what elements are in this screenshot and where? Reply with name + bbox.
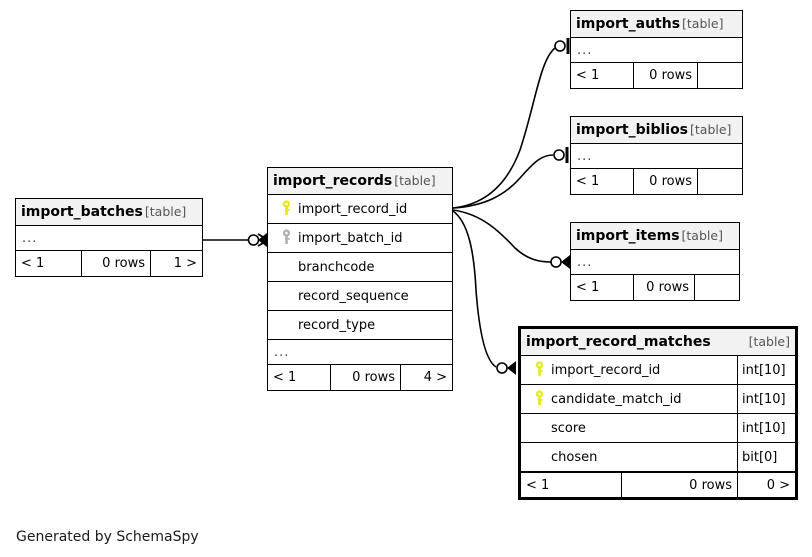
- table-type-tag: [table]: [690, 121, 732, 137]
- table-name: import_items: [576, 228, 680, 244]
- table-name: import_records: [273, 173, 393, 189]
- footer-prev-count[interactable]: < 1: [576, 280, 600, 295]
- edge-import-records-to-import-record-matches: [452, 210, 516, 375]
- table-row[interactable]: candidate_match_id int[10]: [521, 385, 795, 414]
- column-type: bit[0]: [737, 443, 795, 471]
- table-import-items[interactable]: import_items [table] ... < 1 0 rows: [570, 222, 740, 301]
- edge-import-records-to-import-auths: [452, 38, 570, 209]
- table-footer: < 1 0 rows: [571, 169, 742, 194]
- column-cell: import_record_id: [521, 361, 737, 379]
- table-type-tag: [table]: [681, 227, 723, 243]
- column-cell: record_sequence: [268, 290, 452, 303]
- footer-row-count: 0 rows: [330, 365, 400, 390]
- foreign-key-icon: [276, 229, 296, 247]
- footer-next-count[interactable]: [694, 275, 739, 300]
- table-name: import_auths: [576, 16, 681, 32]
- table-row[interactable]: import_record_id: [268, 195, 452, 224]
- column-name: branchcode: [298, 260, 375, 274]
- table-name: import_batches: [21, 204, 143, 220]
- column-name: record_type: [298, 318, 376, 332]
- table-type-tag: [table]: [748, 333, 790, 349]
- footer-prev-count[interactable]: < 1: [576, 174, 600, 189]
- footer-next-count[interactable]: [697, 169, 742, 194]
- table-row[interactable]: chosen bit[0]: [521, 443, 795, 472]
- table-import-batches[interactable]: import_batches [table] ... < 1 0 rows 1 …: [15, 198, 203, 277]
- column-cell: chosen: [521, 451, 737, 464]
- column-name: chosen: [551, 450, 598, 464]
- table-header: import_auths [table]: [571, 11, 742, 38]
- generated-by-credit: Generated by SchemaSpy: [16, 529, 199, 545]
- column-cell: import_batch_id: [268, 229, 452, 247]
- more-columns-ellipsis: ...: [571, 144, 742, 169]
- footer-row-count: 0 rows: [81, 251, 150, 276]
- table-footer: < 1 0 rows: [571, 63, 742, 88]
- column-name: import_record_id: [298, 201, 408, 217]
- footer-next-count[interactable]: 0 >: [737, 473, 795, 497]
- table-type-tag: [table]: [682, 15, 724, 31]
- table-footer: < 1 0 rows: [571, 275, 739, 300]
- edge-import-records-to-import-items: [452, 209, 570, 269]
- primary-key-icon: [529, 361, 549, 379]
- more-columns-ellipsis: ...: [268, 340, 452, 365]
- footer-row-count: 0 rows: [633, 169, 697, 194]
- footer-prev-count[interactable]: < 1: [576, 68, 600, 83]
- column-cell: score: [521, 422, 737, 435]
- column-type: int[10]: [737, 385, 795, 413]
- table-name: import_biblios: [576, 122, 689, 138]
- column-type: int[10]: [737, 414, 795, 442]
- table-header: import_biblios [table]: [571, 117, 742, 144]
- footer-row-count: 0 rows: [621, 473, 737, 497]
- footer-prev-count[interactable]: < 1: [526, 477, 550, 493]
- column-cell: branchcode: [268, 261, 452, 274]
- table-row[interactable]: record_sequence: [268, 282, 452, 311]
- primary-key-icon: [276, 200, 296, 218]
- table-row[interactable]: record_type: [268, 311, 452, 340]
- table-footer: < 1 0 rows 0 >: [521, 472, 795, 497]
- more-columns-ellipsis: ...: [16, 226, 202, 251]
- table-import-records[interactable]: import_records [table] import_record_id: [267, 167, 453, 391]
- footer-row-count: 0 rows: [633, 275, 694, 300]
- table-header: import_record_matches [table]: [521, 329, 795, 356]
- column-cell: record_type: [268, 319, 452, 332]
- table-import-auths[interactable]: import_auths [table] ... < 1 0 rows: [570, 10, 743, 89]
- edge-import-batches-to-import-records: [203, 233, 269, 247]
- column-name: import_batch_id: [298, 230, 403, 246]
- column-name: record_sequence: [298, 289, 409, 303]
- table-type-tag: [table]: [144, 203, 187, 219]
- column-type: int[10]: [737, 356, 795, 384]
- footer-prev-count[interactable]: < 1: [273, 370, 297, 385]
- footer-prev-count[interactable]: < 1: [21, 256, 45, 271]
- table-name: import_record_matches: [526, 334, 711, 350]
- table-row[interactable]: import_batch_id: [268, 224, 452, 253]
- column-name: candidate_match_id: [551, 391, 682, 407]
- table-footer: < 1 0 rows 1 >: [16, 251, 202, 276]
- table-type-tag: [table]: [394, 172, 436, 188]
- table-row[interactable]: branchcode: [268, 253, 452, 282]
- table-footer: < 1 0 rows 4 >: [268, 365, 452, 390]
- table-import-record-matches[interactable]: import_record_matches [table] import_rec…: [518, 326, 798, 500]
- edge-import-records-to-import-biblios: [452, 147, 569, 209]
- column-name: import_record_id: [551, 362, 661, 378]
- table-row[interactable]: score int[10]: [521, 414, 795, 443]
- table-header: import_items [table]: [571, 223, 739, 250]
- more-columns-ellipsis: ...: [571, 250, 739, 275]
- column-name: score: [551, 421, 586, 435]
- column-cell: import_record_id: [268, 200, 452, 218]
- more-columns-ellipsis: ...: [571, 38, 742, 63]
- table-row[interactable]: import_record_id int[10]: [521, 356, 795, 385]
- primary-key-icon: [529, 390, 549, 408]
- table-header: import_batches [table]: [16, 199, 202, 226]
- footer-next-count[interactable]: [697, 63, 742, 88]
- table-header: import_records [table]: [268, 168, 452, 195]
- column-cell: candidate_match_id: [521, 390, 737, 408]
- footer-next-count[interactable]: 1 >: [150, 251, 202, 276]
- table-import-biblios[interactable]: import_biblios [table] ... < 1 0 rows: [570, 116, 743, 195]
- footer-row-count: 0 rows: [633, 63, 697, 88]
- footer-next-count[interactable]: 4 >: [400, 365, 452, 390]
